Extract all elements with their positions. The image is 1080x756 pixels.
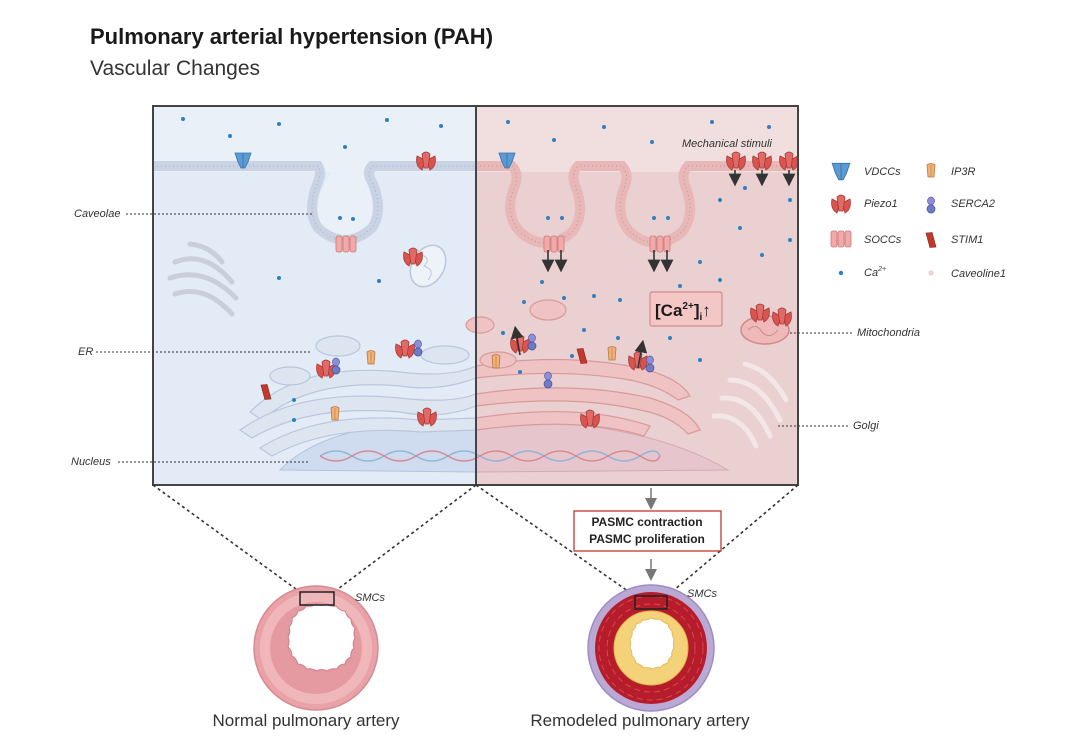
figure-title: Pulmonary arterial hypertension (PAH) [90,24,494,49]
legend-socc-channel-icon [830,230,852,248]
normal-membrane-lipids [153,165,476,241]
pah-socc-channel-icon-1 [543,235,565,253]
legend-label-soccs: SOCCs [864,234,902,246]
svg-text:[Ca2+]i↑: [Ca2+]i↑ [655,301,711,323]
remodeled-artery-cross-section [587,584,715,712]
normal-golgi [167,241,239,317]
normal-artery-caption: Normal pulmonary artery [212,711,400,730]
normal-socc-channel-icon [335,235,357,253]
ip3r-receptor-icon-pah-2 [607,346,617,361]
legend-label-caveoline1: Caveoline1 [951,268,1006,280]
ip3r-receptor-icon-normal-1 [366,350,376,365]
mitochondria-label: Mitochondria [857,327,920,339]
legend-calcium-ion-icon [838,270,844,276]
legend-label-calcium: Ca2+ [864,266,886,279]
outcome-contraction-text: PASMC contraction [591,515,702,529]
legend-serca2-pump-icon [926,196,936,214]
outcome-proliferation-text: PASMC proliferation [589,532,705,546]
normal-calcium-ions [181,117,443,422]
er-label: ER [78,346,93,358]
pah-membrane [476,161,798,248]
ip3r-receptor-icon-normal-2 [330,406,340,421]
outcome-box [573,510,722,552]
legend-label-ip3r: IP3R [951,166,976,178]
legend-label-piezo1: Piezo1 [864,198,898,210]
smcs-label-normal: SMCs [355,592,385,604]
legend-stim1-protein-icon [925,231,937,249]
pah-socc-channel-icon-2 [649,235,671,253]
dna-strand-b [319,450,661,462]
legend-caveolin1-icon [928,270,934,276]
legend-vdcc-channel-icon [831,162,851,181]
legend-ip3r-receptor-icon [926,163,936,178]
figure-subtitle: Vascular Changes [90,57,261,80]
zoom-connector-lines [152,484,799,597]
remodeled-artery-caption: Remodeled pulmonary artery [530,711,750,730]
normal-artery-cross-section [253,585,379,711]
pah-golgi [711,361,789,449]
mechanical-stimuli-label: Mechanical stimuli [682,138,772,150]
legend-label-vdccs: VDCCs [864,166,901,178]
normal-er [238,335,477,457]
intracellular-calcium-increase-box: [Ca2+]i↑ [649,291,723,327]
legend: VDCCs Piezo1 SOCCs Ca2+ IP3R SERCA2 STIM… [830,162,1006,280]
golgi-label: Golgi [853,420,879,432]
smcs-label-remodeled: SMCs [687,588,717,600]
ip3r-receptor-icon-pah-1 [491,354,501,369]
legend-label-stim1: STIM1 [951,234,983,246]
legend-label-serca2: SERCA2 [951,198,995,210]
dna-strand-a [319,450,661,462]
calcium-influx-arrows [510,170,796,369]
caveolae-label: Caveolae [74,208,120,220]
pah-er [465,299,701,437]
nucleus-label: Nucleus [71,456,111,468]
legend-piezo1-channel-icon [831,194,851,214]
